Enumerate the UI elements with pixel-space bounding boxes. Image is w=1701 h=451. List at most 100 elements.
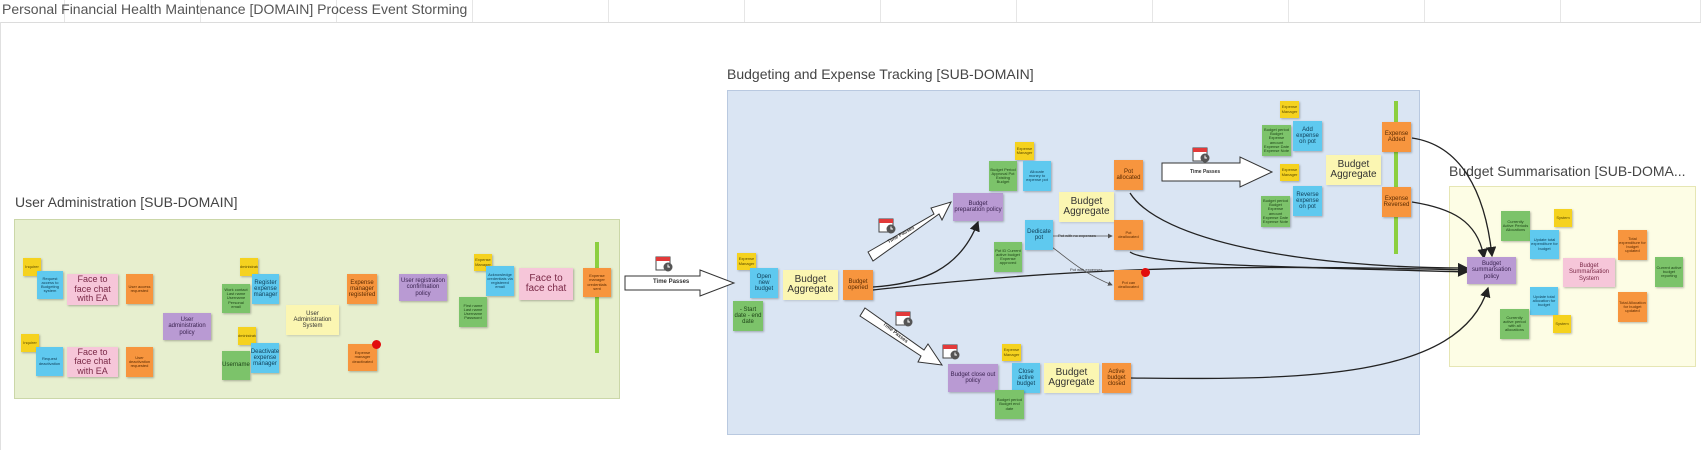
actor-sticky[interactable]: Administrator [238, 327, 256, 345]
command-sticky[interactable]: Request access to Budgeting system [37, 271, 63, 299]
command-sticky[interactable]: Acknowledge credentials via registered e… [486, 266, 514, 296]
read-model-sticky[interactable]: Budget period Budget Expense amount Expe… [1261, 196, 1290, 227]
actor-sticky[interactable]: System [1554, 209, 1572, 227]
aggregate-sticky[interactable]: Budget Aggregate [1044, 363, 1099, 393]
event-sticky[interactable]: Budget opened [843, 270, 873, 300]
event-sticky[interactable]: Pot deallocated [1114, 220, 1143, 250]
policy-sticky[interactable]: Budget preparation policy [953, 193, 1003, 221]
event-sticky[interactable]: Active budget closed [1102, 363, 1131, 393]
toolbar-cell [200, 0, 337, 22]
region-title-budgeting: Budgeting and Expense Tracking [SUB-DOMA… [727, 66, 1034, 82]
aggregate-sticky[interactable]: Budget Aggregate [1326, 155, 1381, 185]
event-sticky[interactable]: Total expenditure for budget updated [1618, 230, 1647, 260]
policy-sticky[interactable]: User registration confirmation policy [399, 274, 447, 301]
flow-added-to-summary [1411, 137, 1497, 258]
flow-reversed-to-summary [1411, 201, 1488, 260]
actor-sticky[interactable]: Expense Manager [1280, 101, 1299, 118]
toolbar-cell [1016, 0, 1153, 22]
actor-sticky[interactable]: Expense Manager [1280, 164, 1299, 181]
read-model-sticky[interactable]: First name Last name Username Password [459, 297, 487, 327]
canvas-frame [0, 22, 1701, 450]
read-model-sticky[interactable]: Current active budget reporting [1655, 257, 1683, 287]
toolbar-cell [0, 0, 65, 22]
read-model-sticky[interactable]: Currently active period with all allocat… [1500, 309, 1529, 339]
top-toolbar: Personal Financial Health Maintenance [D… [0, 0, 1701, 23]
read-model-sticky[interactable]: Budget period Budget end date [995, 390, 1024, 419]
event-sticky[interactable]: Pot can deallocated [1114, 270, 1143, 300]
pivotal-event-bar [1394, 101, 1398, 254]
calendar-clock-icon [655, 256, 673, 272]
toolbar-cell [608, 0, 745, 22]
command-sticky[interactable]: Reverse expense on pot [1293, 186, 1322, 216]
read-model-sticky[interactable]: Budget period Budget Expense amount Expe… [1262, 125, 1291, 156]
policy-sticky[interactable]: User administration policy [163, 313, 211, 340]
toolbar-cell [64, 0, 201, 22]
external-system-sticky[interactable]: Face to face chat with EA [67, 347, 118, 377]
actor-sticky[interactable]: Expense Manager [1002, 344, 1021, 361]
toolbar-cell [744, 0, 881, 22]
event-sticky[interactable]: User deactivation requested [126, 347, 153, 377]
read-model-sticky[interactable]: - Start date - end date [733, 301, 763, 331]
time-passes-label: Time Passes [653, 279, 690, 285]
command-sticky[interactable]: Add expense on pot [1293, 121, 1322, 151]
event-sticky[interactable]: Expense manager registered [347, 274, 377, 304]
time-passes-arrow-main [624, 269, 736, 297]
event-sticky[interactable]: Expense Added [1382, 122, 1411, 152]
policy-sticky[interactable]: Budget summarisation policy [1467, 257, 1516, 284]
command-sticky[interactable]: Request deactivation [36, 347, 63, 376]
command-sticky[interactable]: Allocate money to expense pot [1023, 161, 1051, 191]
read-model-sticky[interactable]: Pot ID Current active budget Expense app… [994, 242, 1022, 272]
toolbar-cell [336, 0, 473, 22]
actor-sticky[interactable]: Inquirer [23, 258, 41, 276]
event-sticky[interactable]: User access requested [126, 274, 153, 304]
command-sticky[interactable]: Close active budget [1012, 363, 1040, 393]
event-sticky[interactable]: Pot allocated [1114, 160, 1143, 190]
command-sticky[interactable]: Update total allocation for budget [1530, 287, 1558, 315]
time-passes-label: Time Passes [1190, 169, 1221, 175]
toolbar-cell [1424, 0, 1561, 22]
toolbar-cell [880, 0, 1017, 22]
region-title-summarisation: Budget Summarisation [SUB-DOMA... [1449, 163, 1686, 179]
time-passes-arrow-down [859, 307, 944, 366]
external-system-sticky[interactable]: Face to face chat with EA [67, 274, 118, 305]
event-sticky[interactable]: Expense manager credentials sent [583, 268, 611, 297]
flow-opened-to-prep [872, 220, 980, 288]
actor-sticky[interactable]: Inquirer [21, 334, 39, 352]
policy-sticky[interactable]: Budget close out policy [948, 364, 998, 392]
command-sticky[interactable]: Deactivate expense manager [251, 343, 279, 373]
command-sticky[interactable]: Register expense manager [252, 274, 279, 304]
event-sticky[interactable]: Expense Reversed [1382, 187, 1411, 217]
command-sticky[interactable]: Update total expenditure for budget [1530, 230, 1559, 259]
command-sticky[interactable]: Open new budget [750, 268, 778, 298]
actor-sticky[interactable]: System [1553, 315, 1571, 333]
hotspot-dot [1141, 268, 1150, 277]
read-model-sticky[interactable]: Currently Active Periods Allocations [1501, 211, 1530, 241]
read-model-sticky[interactable]: Work contact Last name Username Personal… [222, 284, 250, 313]
region-title-user-admin: User Administration [SUB-DOMAIN] [15, 194, 238, 210]
aggregate-sticky[interactable]: Budget Aggregate [783, 270, 838, 300]
actor-sticky[interactable]: Administrator [240, 258, 258, 276]
branch-label: Pot with expenses [1070, 267, 1103, 272]
toolbar-cell [472, 0, 609, 22]
actor-sticky[interactable]: Expense Manager [737, 253, 756, 270]
external-system-sticky[interactable]: Budget Summarisation System [1563, 258, 1615, 287]
time-passes-arrow-up [867, 201, 952, 262]
event-sticky[interactable]: Total Allocation for budget updated [1618, 292, 1647, 322]
page-title: Personal Financial Health Maintenance [D… [2, 1, 468, 17]
event-sticky[interactable]: Expense manager deactivated [348, 344, 377, 371]
calendar-clock-icon [942, 344, 960, 360]
branch-label: Pot with no expenses [1058, 233, 1097, 238]
actor-sticky[interactable]: Expense Manager [1015, 142, 1034, 160]
command-sticky[interactable]: Dedicate pot [1025, 220, 1053, 250]
external-system-sticky[interactable]: Face to face chat [519, 268, 573, 300]
flow-closed-to-summary [1129, 286, 1491, 380]
aggregate-sticky[interactable]: Budget Aggregate [1059, 192, 1114, 222]
calendar-clock-icon [878, 218, 896, 234]
flow-opened-to-summary [872, 264, 1469, 291]
read-model-sticky[interactable]: Username [222, 351, 250, 380]
calendar-clock-icon [895, 311, 913, 327]
read-model-sticky[interactable]: Budget Period Approval Pot Existing Budg… [989, 161, 1017, 191]
hotspot-dot [372, 340, 381, 349]
system-sticky[interactable]: User Administration System [286, 305, 339, 335]
